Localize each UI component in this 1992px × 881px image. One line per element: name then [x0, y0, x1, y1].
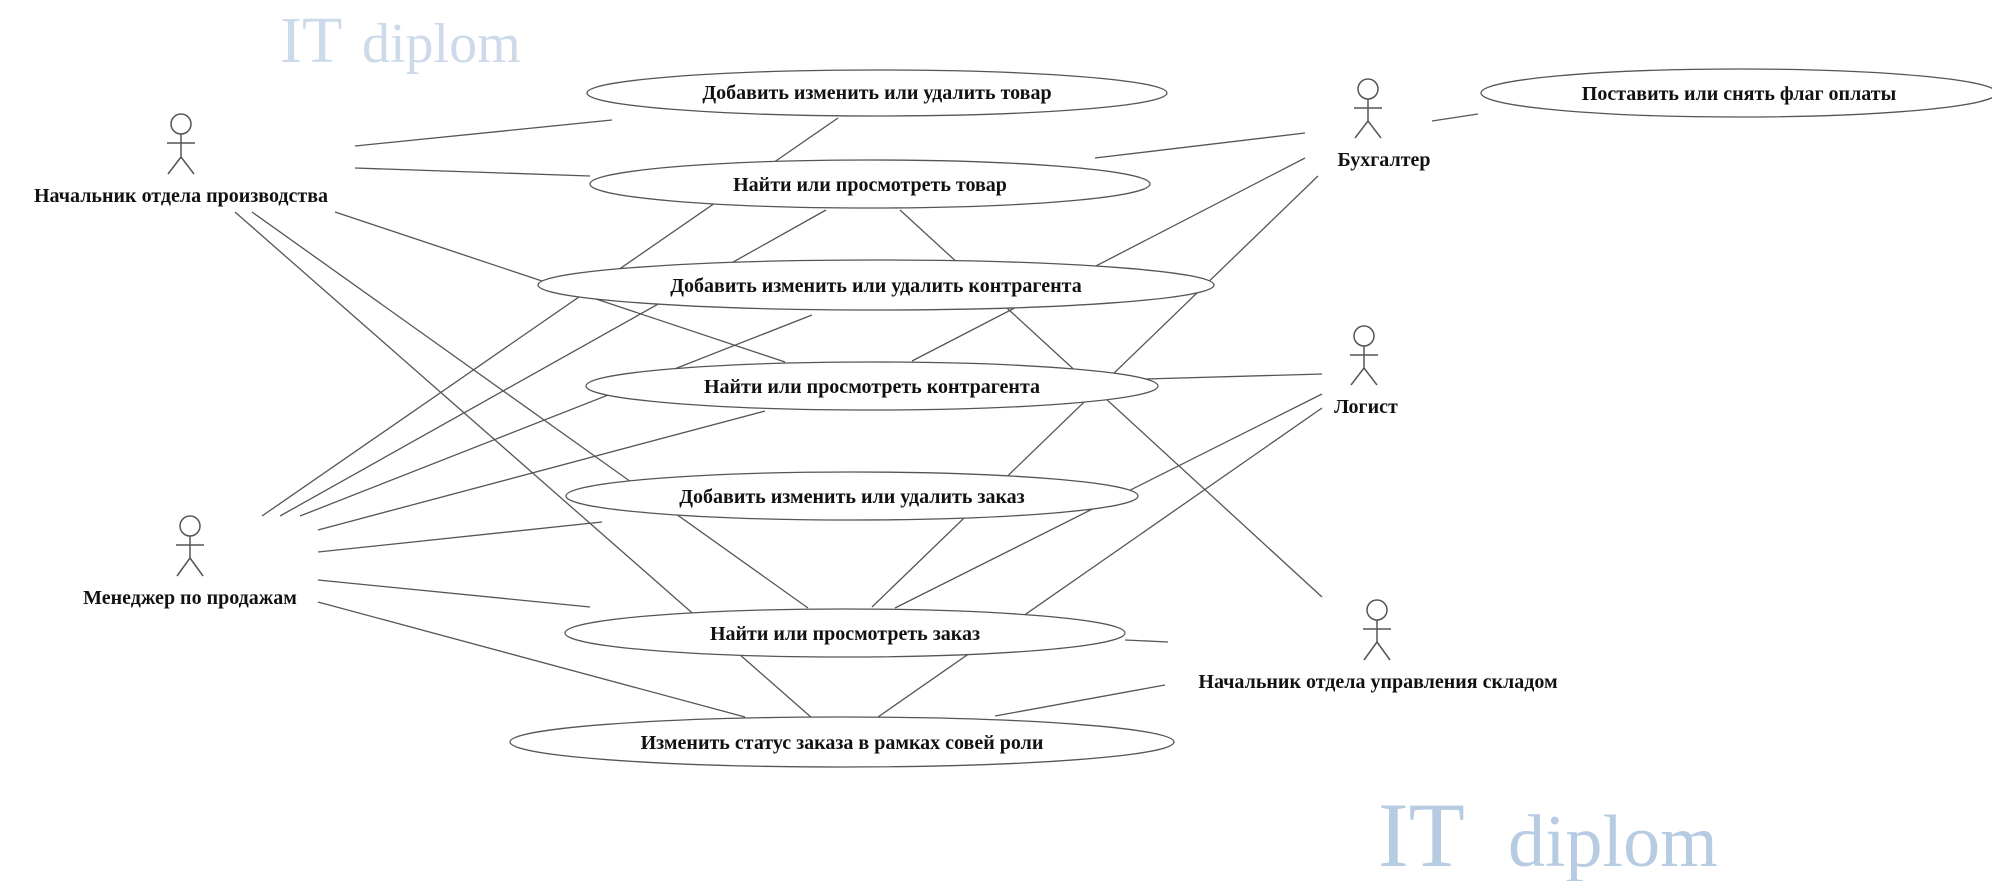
assoc-line [317, 521, 603, 553]
use-cases: Добавить изменить или удалить товар Найт… [509, 68, 1992, 768]
assoc-line [1124, 639, 1169, 643]
assoc-line [251, 211, 809, 609]
use-case-label: Добавить изменить или удалить товар [702, 82, 1051, 104]
use-case-label: Найти или просмотреть контрагента [704, 376, 1040, 398]
actor-label: Логист [1334, 396, 1398, 418]
use-case-view-order[interactable]: Найти или просмотреть заказ [564, 608, 1126, 658]
actor-sales-manager[interactable]: Менеджер по продажам [83, 515, 297, 609]
use-case-view-counterparty[interactable]: Найти или просмотреть контрагента [585, 361, 1159, 411]
actor-label: Менеджер по продажам [83, 587, 297, 609]
assoc-line [1144, 373, 1323, 380]
use-case-label: Добавить изменить или удалить контрагент… [670, 275, 1081, 297]
use-case-label: Добавить изменить или удалить заказ [679, 486, 1024, 508]
assoc-line [317, 579, 591, 608]
assoc-line [279, 209, 827, 517]
actor-icon [1363, 599, 1391, 661]
actor-icon [1350, 325, 1378, 386]
actor-warehouse-head[interactable]: Начальник отдела управления складом [1198, 599, 1558, 693]
watermark-top-small: diplom [362, 13, 521, 75]
assoc-line [877, 407, 1323, 718]
use-case-edit-order[interactable]: Добавить изменить или удалить заказ [565, 471, 1139, 521]
watermark-top-big: IT [280, 4, 342, 77]
actor-accountant[interactable]: Бухгалтер [1337, 78, 1431, 171]
watermark-bottom-big: IT [1378, 784, 1465, 881]
assoc-line [354, 119, 613, 147]
use-case-label: Найти или просмотреть заказ [710, 623, 980, 645]
actor-label: Начальник отдела производства [34, 185, 328, 207]
actor-logist[interactable]: Логист [1334, 325, 1398, 418]
assoc-line [1094, 132, 1306, 159]
assoc-line [317, 601, 746, 718]
use-case-change-status[interactable]: Изменить статус заказа в рамках совей ро… [509, 716, 1175, 768]
assoc-line [1431, 113, 1479, 122]
actor-icon [167, 113, 195, 175]
assoc-line [299, 314, 813, 517]
assoc-line [994, 684, 1166, 717]
assoc-line [911, 157, 1306, 362]
actors: Начальник отдела производства Менеджер п… [34, 78, 1558, 693]
watermark-top: IT diplom [280, 4, 521, 77]
use-case-label: Найти или просмотреть товар [733, 174, 1007, 196]
use-case-edit-product[interactable]: Добавить изменить или удалить товар [586, 69, 1168, 117]
use-case-view-product[interactable]: Найти или просмотреть товар [589, 159, 1151, 209]
actor-icon [176, 515, 204, 577]
watermark-bottom: IT diplom [1378, 784, 1718, 881]
use-case-edit-counterparty[interactable]: Добавить изменить или удалить контрагент… [537, 259, 1215, 311]
use-case-label: Изменить статус заказа в рамках совей ро… [641, 732, 1044, 754]
assoc-line [317, 410, 766, 531]
actor-production-head[interactable]: Начальник отдела производства [34, 113, 328, 207]
use-case-label: Поставить или снять флаг оплаты [1582, 83, 1897, 105]
actor-label: Начальник отдела управления складом [1198, 671, 1557, 693]
use-case-payment-flag[interactable]: Поставить или снять флаг оплаты [1480, 68, 1992, 118]
actor-label: Бухгалтер [1337, 149, 1430, 171]
watermark-bottom-small: diplom [1508, 801, 1718, 881]
actor-icon [1354, 78, 1382, 139]
assoc-line [354, 167, 591, 177]
